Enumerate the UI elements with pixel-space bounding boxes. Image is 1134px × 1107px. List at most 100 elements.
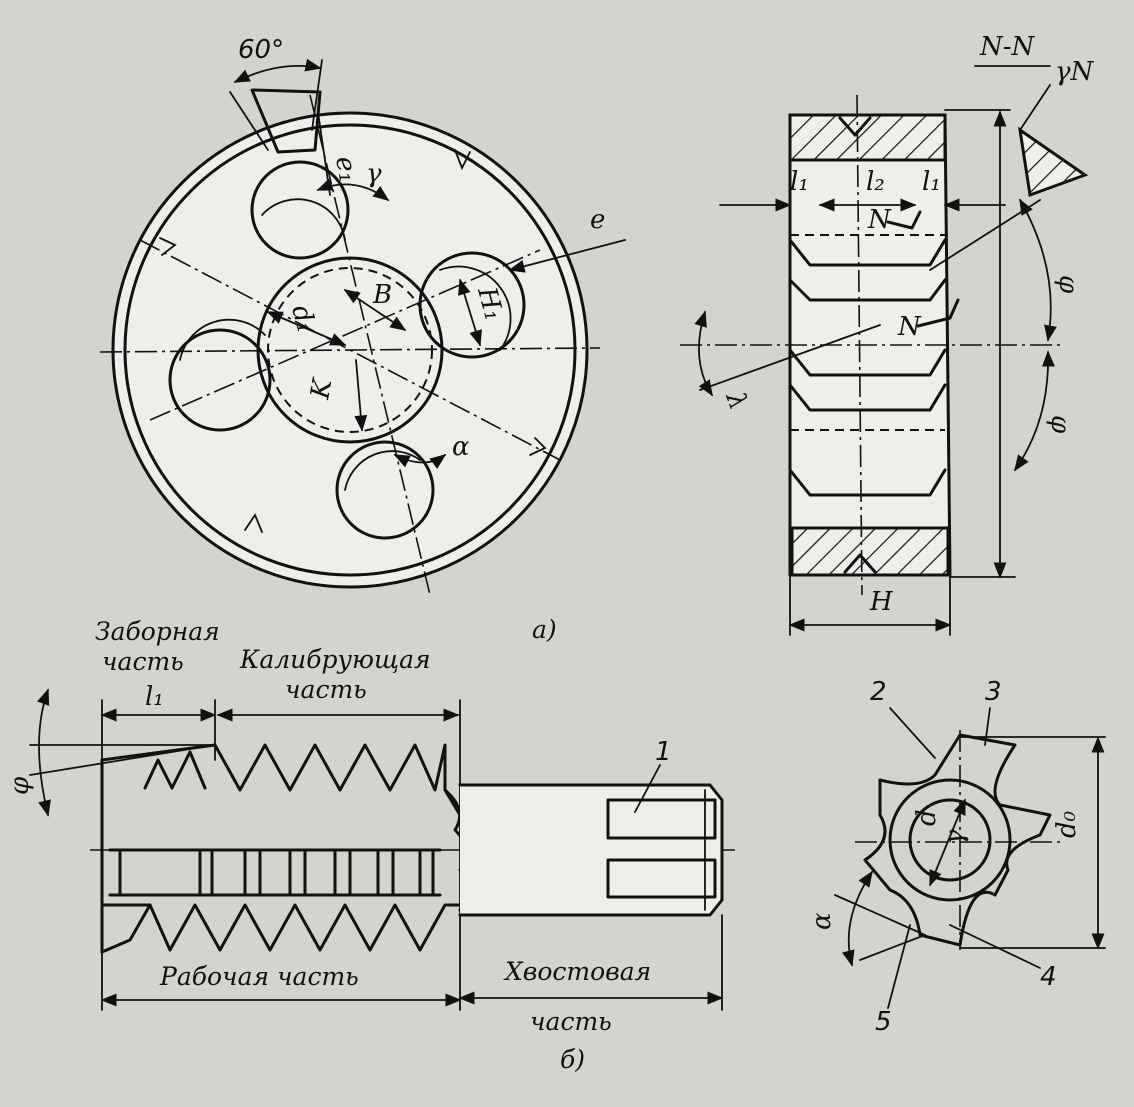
- thread-profile-1: [788, 238, 947, 267]
- tap-end-view: d γ d₀ 2 3 4 5 α: [807, 677, 1106, 1037]
- gamma-n-leader: [1019, 84, 1051, 131]
- label-b: B: [372, 280, 392, 310]
- die-inner-circle: [123, 123, 577, 577]
- ring-tick-4: [529, 437, 547, 456]
- label-intake-1: Заборная: [95, 617, 220, 646]
- label-d0: d₀: [1052, 810, 1082, 838]
- label-working: Рабочая часть: [159, 962, 359, 991]
- h1-dim-line: [458, 278, 482, 347]
- label-alpha-end: α: [807, 912, 837, 930]
- chip-hole-left: [168, 328, 272, 432]
- chip-hole-top: [250, 160, 350, 260]
- phi-b-line-2: [29, 744, 216, 776]
- gamma-arc: [316, 178, 390, 201]
- flute-vertical-group: [118, 850, 435, 895]
- marker-5-leader: [887, 924, 911, 1009]
- label-alpha-a: α: [452, 432, 470, 462]
- label-phi-top: φ: [1053, 275, 1083, 294]
- marker-4-leader: [949, 924, 1041, 969]
- section-bottom-hatch: [790, 526, 950, 577]
- angle-60-arc: [233, 58, 322, 83]
- label-l1-b: l₁: [145, 682, 164, 712]
- label-n-top: N: [867, 205, 892, 235]
- label-intake-2: часть: [102, 647, 184, 676]
- label-l1-right: l₁: [922, 167, 941, 197]
- end-core-circle: [888, 778, 1012, 902]
- label-l2: l₂: [866, 167, 885, 197]
- phi-bottom-arc: [1014, 350, 1055, 472]
- alpha-arc: [393, 454, 447, 469]
- marker-2-leader: [889, 707, 936, 759]
- die-front-view: 60° e₁ γ e d₁ B H₁ K α а): [99, 35, 626, 644]
- tap-side-view: Заборная часть Калибрующая часть l₁ 1: [5, 617, 735, 1074]
- label-shank-2: часть: [530, 1007, 612, 1036]
- phi-top-arc: [1019, 198, 1057, 342]
- lobe-arc-2: [439, 265, 512, 351]
- label-angle-60: 60°: [238, 35, 284, 65]
- angle-60-ext-left: [229, 91, 269, 151]
- tap-flutes: [108, 848, 442, 897]
- marker-5: 5: [875, 1007, 892, 1037]
- marker-1: 1: [655, 737, 672, 767]
- label-phi-b: φ: [5, 776, 35, 795]
- thread-profile-3: [788, 348, 947, 377]
- ring-tick-3: [244, 513, 263, 533]
- chip-hole-bottom: [335, 440, 435, 540]
- lobe-arc-3: [179, 318, 266, 361]
- label-lambda: λ: [719, 387, 753, 414]
- chip-hole-right: [418, 251, 526, 359]
- die-notch: [250, 88, 322, 154]
- tap-working-top: [100, 743, 462, 817]
- section-vert-axis: [856, 94, 863, 596]
- n-top-marker: [886, 210, 922, 230]
- label-shank-1: Хвостовая: [503, 957, 651, 986]
- label-phi-bottom: φ: [1045, 415, 1075, 434]
- ring-tick-2: [159, 237, 177, 256]
- end-teeth: [863, 733, 1052, 947]
- lobe-arc-1: [261, 198, 346, 241]
- b-dim-line: [343, 289, 407, 331]
- label-e1: e₁: [329, 154, 363, 185]
- marker-3: 3: [985, 677, 1002, 707]
- thread-profile-4: [788, 383, 947, 412]
- e-dim-line: [508, 239, 626, 273]
- label-gamma-a: γ: [366, 159, 382, 189]
- marker-1-leader: [634, 764, 661, 813]
- tap-shank: [458, 783, 724, 917]
- alpha-end-line-2: [859, 934, 926, 961]
- marker-2: 2: [870, 677, 887, 707]
- marker-3-leader: [984, 707, 991, 746]
- axis-diag-1: [139, 239, 561, 461]
- caption-b: б): [560, 1045, 585, 1074]
- thread-profile-5: [788, 468, 947, 497]
- d-dim: [929, 798, 966, 887]
- phi-b-arc: [36, 688, 51, 817]
- lambda-line: [699, 324, 881, 391]
- label-d-end: d: [912, 809, 942, 826]
- label-calibrating-1: Калибрующая: [239, 645, 431, 674]
- section-bottom-groove: [843, 553, 877, 574]
- shank-square-top: [606, 798, 717, 840]
- lambda-arc: [694, 310, 713, 397]
- tap-intake-teeth: [143, 750, 207, 790]
- tap-left-bottom: [100, 903, 152, 954]
- caption-a: а): [532, 615, 557, 644]
- label-gamma-n: γN: [1055, 57, 1095, 87]
- d1-dim-line: [266, 311, 347, 346]
- label-l1-left: l₁: [790, 167, 809, 197]
- label-e: e: [590, 205, 605, 235]
- section-top-groove: [838, 116, 872, 137]
- angle-60-ext-right: [311, 59, 323, 131]
- label-h: H: [869, 587, 894, 617]
- k-dim-line: [354, 359, 368, 432]
- thread-profile-2: [788, 278, 947, 302]
- chip-holes: [168, 160, 526, 540]
- alpha-end-arc: [841, 870, 873, 967]
- die-section-view: N-N γN l₁ l₂ l₁ N N: [680, 32, 1095, 636]
- tap-working-bottom: [100, 903, 462, 952]
- flute-row: [108, 848, 442, 897]
- section-top-hatch: [788, 113, 947, 162]
- shank-square-bottom: [606, 858, 717, 899]
